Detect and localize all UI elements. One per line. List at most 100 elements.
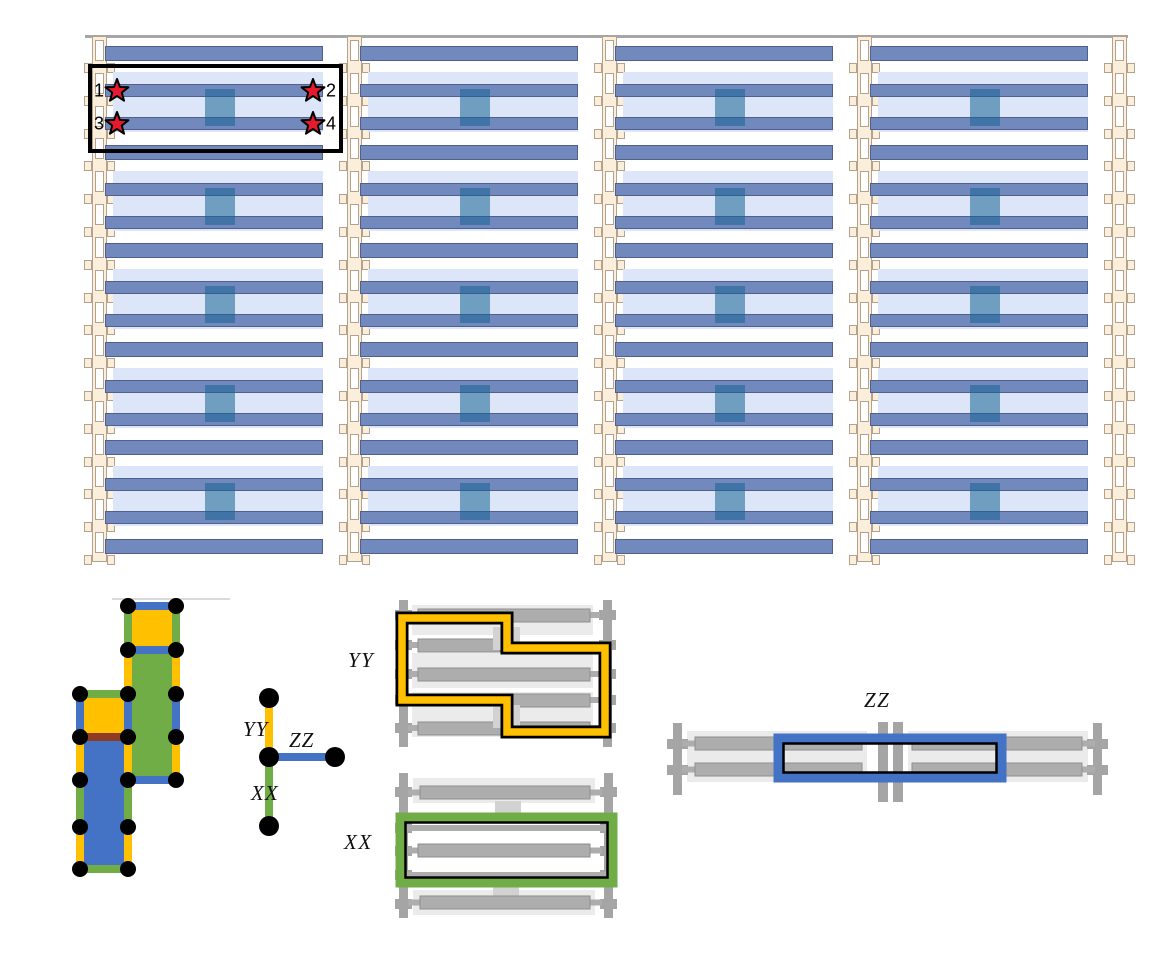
coupler-square: [715, 286, 745, 323]
rail-tab-left: [849, 194, 857, 205]
rail-hole: [95, 269, 104, 291]
qubit-number-1: 1: [93, 80, 104, 101]
coupler-square: [460, 187, 490, 225]
rail-hole: [605, 302, 614, 324]
rail-hole: [860, 499, 869, 521]
rail-tab-left: [849, 292, 857, 303]
rail-hole: [350, 335, 359, 357]
rail-tab-right: [1127, 194, 1135, 205]
rail-tab-right: [1127, 423, 1135, 434]
coupler-bar: [615, 144, 833, 160]
zz-loop: [773, 733, 1007, 783]
rail-tab-left: [84, 423, 92, 434]
rail-hole: [350, 105, 359, 127]
rail-tab-left: [594, 161, 602, 172]
coupler-bar: [870, 538, 1088, 554]
rail-tab-left: [1104, 456, 1112, 467]
coupler-square: [205, 187, 235, 225]
gray-unit-cell: [395, 773, 617, 918]
coupler-square: [970, 384, 1000, 422]
rail-tab-right: [1127, 555, 1135, 565]
rail-hole: [95, 105, 104, 127]
star-icon: [300, 78, 326, 102]
rail-hole: [605, 236, 614, 258]
coupler-bar: [360, 440, 578, 455]
coupler-bar: [360, 46, 578, 61]
rail-tab-left: [1104, 358, 1112, 369]
coupler-bar: [615, 341, 833, 357]
rail-tab-left: [1104, 128, 1112, 139]
rail-tab-left: [849, 522, 857, 533]
rail-tab-left: [339, 358, 347, 369]
rail-hole: [605, 400, 614, 422]
rail-tab-right: [617, 456, 625, 467]
zz-loop-inner-outline: [782, 742, 998, 774]
rail-tab-left: [84, 456, 92, 467]
rail-tab-left: [339, 423, 347, 434]
rail-hole: [605, 499, 614, 521]
rail-tab-left: [594, 259, 602, 270]
zz-stabilizer-panel: [667, 722, 1108, 802]
rail-tab-left: [594, 391, 602, 401]
rail-tab-right: [362, 161, 370, 172]
rail-tab-left: [849, 489, 857, 500]
coupler-bar: [360, 144, 578, 160]
rail-tab-left: [594, 358, 602, 369]
rail-tab-left: [594, 227, 602, 237]
rail-tab-right: [872, 456, 880, 467]
rail-tab-left: [339, 194, 347, 205]
yy-loop: [398, 614, 609, 736]
rail-hole: [95, 204, 104, 225]
faint-top-line: [112, 598, 230, 600]
rail-tab-left: [594, 522, 602, 533]
rail-hole: [860, 335, 869, 357]
rail-hole: [1115, 368, 1124, 389]
coupler-bar: [105, 440, 323, 455]
star-icon: [104, 78, 130, 102]
coupler-square: [970, 187, 1000, 225]
coupler-bar: [870, 440, 1088, 455]
qubit-dot: [259, 688, 279, 708]
rail-tab-right: [107, 63, 115, 73]
xx-plaquette: [128, 650, 176, 780]
rail-tab-right: [107, 161, 115, 172]
rail-hole: [605, 433, 614, 455]
rail-hole: [860, 532, 869, 553]
pauli-edge-legend: YY ZZ XX: [243, 688, 345, 836]
rail-tab-left: [849, 95, 857, 106]
qubit-dot: [259, 816, 279, 836]
xx-loop-inner-outline: [404, 821, 609, 879]
coupler-bar: [105, 341, 323, 357]
rail-hole: [95, 335, 104, 357]
rail-hole: [605, 171, 614, 193]
rail-hole: [860, 105, 869, 127]
rail-tab-left: [339, 522, 347, 533]
rail-tab-right: [362, 259, 370, 270]
rail-hole: [1115, 72, 1124, 94]
yy-plaquette: [128, 606, 176, 650]
coupler-square: [970, 89, 1000, 126]
rail-tab-left: [84, 259, 92, 270]
rail-hole: [860, 40, 869, 61]
rail-tab-left: [594, 456, 602, 467]
coupler-square: [970, 286, 1000, 323]
rail-hole: [860, 138, 869, 160]
rail-hole: [860, 466, 869, 488]
qubit-number-2: 2: [326, 80, 337, 101]
lattice-rail: [857, 36, 872, 562]
rail-hole: [1115, 40, 1124, 61]
star-marker-4: [300, 111, 326, 135]
qubit-dot: [259, 747, 279, 767]
rail-hole: [1115, 335, 1124, 357]
rail-tab-right: [617, 63, 625, 73]
rail-tab-right: [107, 259, 115, 270]
rail-tab-right: [872, 63, 880, 73]
coupler-bar: [615, 538, 833, 554]
coupler-bar: [360, 243, 578, 258]
rail-tab-left: [84, 555, 92, 565]
xx-stabilizer-panel: [395, 773, 618, 918]
rail-tab-right: [617, 161, 625, 172]
coupler-square: [715, 187, 745, 225]
star-marker-1: [104, 78, 130, 102]
